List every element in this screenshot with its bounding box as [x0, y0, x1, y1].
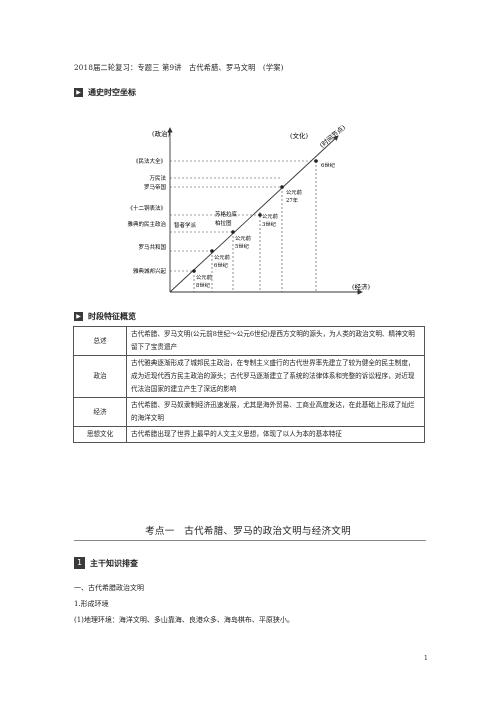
time-node-label: 3世纪	[262, 220, 277, 228]
section-marker-icon: ▶	[74, 311, 83, 321]
time-node-label: 6世纪	[321, 161, 336, 169]
overview-table: 总述 古代希腊、罗马文明(公元前8世纪～公元6世纪)是西方文明的源头，为人类的政…	[73, 326, 425, 443]
section-title: 通史时空坐标	[88, 87, 136, 97]
economy-axis-label: (经济)	[352, 282, 371, 291]
timeline-diagram: (政治) (文化) (时间节点) (经济) 《民法大全》 万民法 罗马帝国 《十…	[127, 122, 371, 295]
row-value: 古代希腊、罗马文明(公元前8世纪～公元6世纪)是西方文明的源头，为人类的政治文明…	[126, 326, 425, 356]
time-node-label: 27年	[286, 196, 299, 204]
time-axis	[169, 135, 339, 293]
divider	[74, 540, 426, 541]
time-node-label: 5世纪	[235, 242, 250, 250]
politics-item: 罗马帝国	[144, 183, 167, 191]
table-row: 经济 古代希腊、罗马奴隶制经济迅速发展，尤其是海外贸易、工商业高度发达，在此基础…	[73, 397, 425, 427]
politics-item: 《民法大全》	[133, 157, 166, 165]
page-number: 1	[424, 655, 428, 662]
section-timeline-heading: ▶ 通史时空坐标	[74, 86, 136, 98]
section-marker-icon: ▶	[74, 87, 83, 97]
politics-axis-label: (政治)	[152, 129, 171, 138]
table-row: 政治 古代雅典逐渐形成了城邦民主政治，在专制主义盛行的古代世界率先建立了较为健全…	[73, 355, 425, 398]
row-value: 古代雅典逐渐形成了城邦民主政治，在专制主义盛行的古代世界率先建立了较为健全的民主…	[126, 355, 425, 398]
subsection-heading: 1 主干知识排查	[74, 557, 138, 569]
time-node-label: 公元前	[286, 188, 302, 196]
body-heading: 一、古代希腊政治文明	[74, 584, 144, 592]
doc-header: 2018届二轮复习：专题三 第9讲 古代希腊、罗马文明 (学案)	[74, 63, 284, 72]
section-title: 时段特征概览	[88, 311, 136, 321]
time-node-label: 8世纪	[196, 281, 211, 289]
row-key: 经济	[73, 397, 127, 427]
table-row: 思想文化 古代希腊出现了世界上最早的人文主义思想，体现了以人为本的基本特征	[73, 426, 425, 443]
politics-item: 罗马共和国	[138, 243, 166, 251]
culture-axis-label: (文化)	[290, 131, 309, 140]
politics-item: 《十二铜表法》	[127, 204, 166, 212]
time-node-label: 公元前	[196, 273, 212, 281]
culture-item: 智者学派	[174, 221, 197, 229]
culture-item: 苏格拉底	[215, 210, 238, 218]
section-overview-heading: ▶ 时段特征概览	[74, 310, 136, 322]
time-node-label: 公元前	[262, 212, 278, 220]
time-node-label: 6世纪	[214, 261, 229, 269]
row-key: 总述	[73, 326, 127, 356]
kaodian-title: 考点一 古代希腊、罗马的政治文明与经济文明	[145, 526, 351, 537]
time-node-label: 公元前	[214, 253, 230, 261]
row-value: 古代希腊出现了世界上最早的人文主义思想，体现了以人为本的基本特征	[126, 426, 425, 443]
time-node-dots	[192, 159, 318, 273]
subsection-number: 1	[74, 557, 85, 569]
row-key: 思想文化	[73, 426, 127, 443]
subsection-label: 主干知识排查	[90, 558, 138, 568]
time-axis-label: (时间节点)	[318, 122, 348, 149]
row-key: 政治	[73, 355, 127, 398]
culture-item: 柏拉图	[215, 219, 232, 227]
body-paragraph: 1.形成环境	[74, 600, 109, 608]
guide-lines	[170, 160, 317, 292]
politics-item: 万民法	[149, 174, 166, 182]
time-node-labels: 公元前 8世纪 公元前 6世纪 公元前 5世纪 公元前 3世纪 公元前 27年 …	[196, 161, 336, 289]
row-value: 古代希腊、罗马奴隶制经济迅速发展，尤其是海外贸易、工商业高度发达，在此基础上形成…	[126, 397, 425, 427]
time-node-label: 公元前	[235, 234, 251, 242]
culture-items: 智者学派 苏格拉底 柏拉图	[174, 210, 238, 229]
politics-item: 雅典城邦兴起	[133, 267, 167, 275]
table-row: 总述 古代希腊、罗马文明(公元前8世纪～公元6世纪)是西方文明的源头，为人类的政…	[73, 326, 425, 356]
politics-items: 《民法大全》 万民法 罗马帝国 《十二铜表法》 雅典的民主政治 罗马共和国 雅典…	[127, 157, 166, 275]
politics-item: 雅典的民主政治	[127, 220, 166, 228]
body-paragraph: (1)地理环境：海洋文明、多山靠海、良港众多、海岛棋布、平原狭小。	[74, 616, 294, 624]
